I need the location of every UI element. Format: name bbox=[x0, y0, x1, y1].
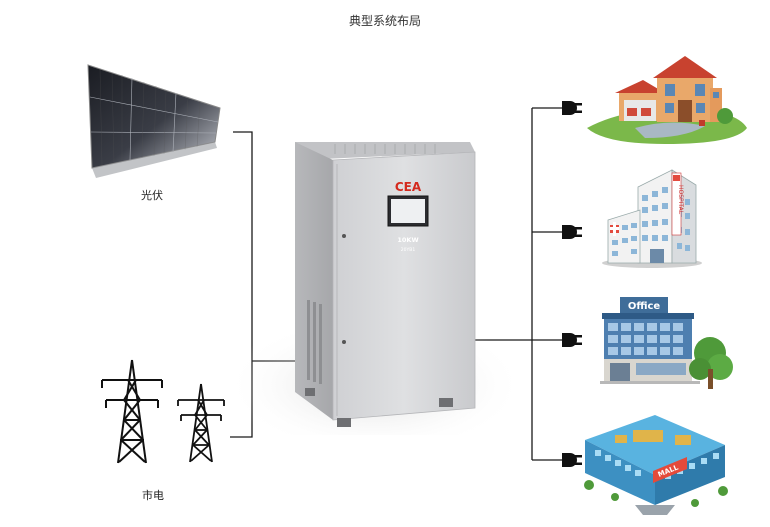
power-tower-icon bbox=[177, 383, 225, 463]
brand-logo: CEA bbox=[395, 180, 422, 194]
grid-label: 市电 bbox=[142, 489, 164, 502]
house-icon bbox=[587, 56, 747, 144]
mall-icon: MALL bbox=[584, 415, 728, 515]
plug-icon bbox=[562, 333, 582, 347]
rating-text: 10KW bbox=[397, 236, 418, 244]
solar-panel-icon bbox=[87, 64, 221, 178]
inverter-cabinet: CEA 10KW 20YB1 bbox=[225, 142, 525, 435]
pv-label: 光伏 bbox=[141, 189, 163, 202]
plug-icon bbox=[562, 453, 582, 467]
hospital-sign: HOSPITAL bbox=[677, 185, 684, 215]
power-tower-icon bbox=[101, 359, 163, 464]
plug-icon bbox=[562, 101, 582, 115]
hospital-icon: HOSPITAL bbox=[602, 169, 702, 268]
office-building-icon: Office bbox=[600, 297, 733, 389]
diagram-title: 典型系统布局 bbox=[348, 14, 421, 28]
office-sign: Office bbox=[628, 301, 661, 312]
model-text: 20YB1 bbox=[401, 247, 416, 253]
plug-icon bbox=[562, 225, 582, 239]
